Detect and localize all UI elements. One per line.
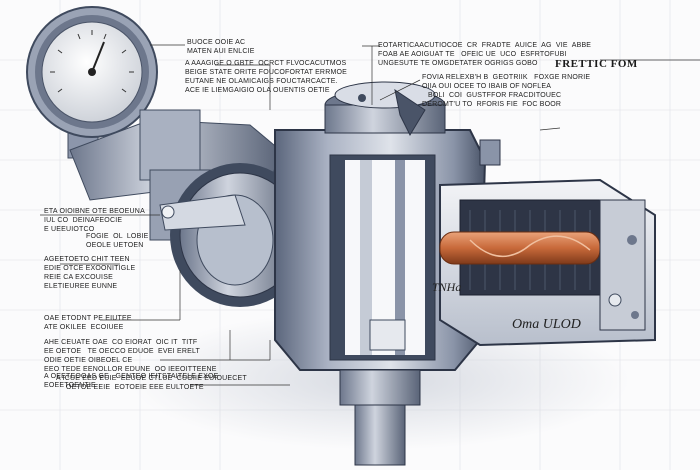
leader-lines xyxy=(40,44,700,386)
right-mid-2: OIIA OUI OCEE TO IBAIB OF NOFLEA xyxy=(422,83,552,90)
gauge-needle-icon xyxy=(91,41,105,73)
bottom-1: A ICUE EED EUIE EEUOE CTLUE CUOIIE EUIOU… xyxy=(56,375,247,382)
top-right-2: FOAB AE AOIGUAT TE OFEIC UE UCO ESFRTOFU… xyxy=(378,51,567,58)
gauge-ticks-icon xyxy=(50,30,134,93)
pressure-gauge xyxy=(26,6,158,159)
left-7: EDIE OTCE EXOONITIGLE xyxy=(44,265,136,272)
top-mid-2: BEIGE STATE ORITE FOUCOFORTAT ERRMOE xyxy=(185,69,347,76)
left-15: EEO TEDE EENOLLOR EDUNE OO IEEOITTEENE xyxy=(44,366,217,373)
left-2: IUL CO DEINAFEOCIE xyxy=(44,217,123,224)
top-mid-1: A AAAGIGE O GBTE OCRCT FLVOCACUTMOS xyxy=(185,60,347,67)
pump-body xyxy=(274,81,501,466)
left-8: REIE CA EXCOUISE xyxy=(44,274,113,281)
bottom-2: OETOE EEIE EOTOEIE EEE EULTOETE xyxy=(66,384,204,391)
left-12: AHE CEUATE OAE CO EIORAT OIC IT TITF xyxy=(44,339,198,346)
right-mid-4: DEROMT'U TO RFORIS FIE FOC BOOR xyxy=(422,101,562,108)
left-5: OEOLE UETOEN xyxy=(86,242,144,249)
top-mid-4: ACE IE LIEMGAIGIO OLA OUENTIS OETIE xyxy=(185,87,330,94)
right-title: FRETTIC FOM xyxy=(555,58,638,70)
bolt-icon xyxy=(161,205,175,219)
left-17: EOEETOENTIE xyxy=(44,382,96,389)
right-mid-1: FOVIA RELEXB'H B GEOTRIIK FOXGE RNORIE xyxy=(422,74,591,81)
left-10: OAE ETODNT PE EIUTEE xyxy=(44,315,132,322)
heater-housing xyxy=(439,178,656,347)
left-3: E UEEUIOTCO xyxy=(44,226,95,233)
left-9: ELETIEUREE EUNNE xyxy=(44,283,118,290)
left-6: AGEETOETO CHIT TEEN xyxy=(44,256,130,263)
left-13: EE OETOE TE OECCO EDUOE EVEI ERELT xyxy=(44,348,200,355)
left-11: ATE OKILEE ECOIUEE xyxy=(44,324,124,331)
top-bolt-icon xyxy=(358,94,366,102)
housing-bolt-icon xyxy=(631,311,639,319)
top-mid-3: EUTANE NE OLAMICAIGS FOUCTARCACTE. xyxy=(185,78,338,85)
gauge-note-2: MATEN AUI ENLCIE xyxy=(187,48,255,55)
housing-bolt-icon xyxy=(627,235,637,245)
barrel-tag: TNHa xyxy=(432,280,462,294)
left-14: ODIE OETIE OIBEOEL CE xyxy=(44,357,133,364)
left-1: ETA OIOIBNE OTE BEOEUNA xyxy=(44,208,145,215)
output-tag: Oma ULOD xyxy=(512,317,581,332)
top-right-3: UNGESUTE TE OMGDETATER OGRIGS GOBO xyxy=(378,60,538,67)
copper-rod xyxy=(439,231,601,265)
right-mid-3: BOLI COI GUSTFFOR FRACDITOUEC xyxy=(428,92,562,99)
left-16: A OEETEOOAS GE GENTEO IEITSTAITELE EXOE xyxy=(44,373,219,380)
left-4: FOGIE OL LOBIE xyxy=(86,233,149,240)
top-right-1: EOTARTICAACUTIOCOE CR FRADTE AUICE AG VI… xyxy=(378,42,592,49)
housing-bolt-icon xyxy=(608,293,622,307)
gauge-note-1: BUOCE OOIE AC xyxy=(187,39,246,46)
